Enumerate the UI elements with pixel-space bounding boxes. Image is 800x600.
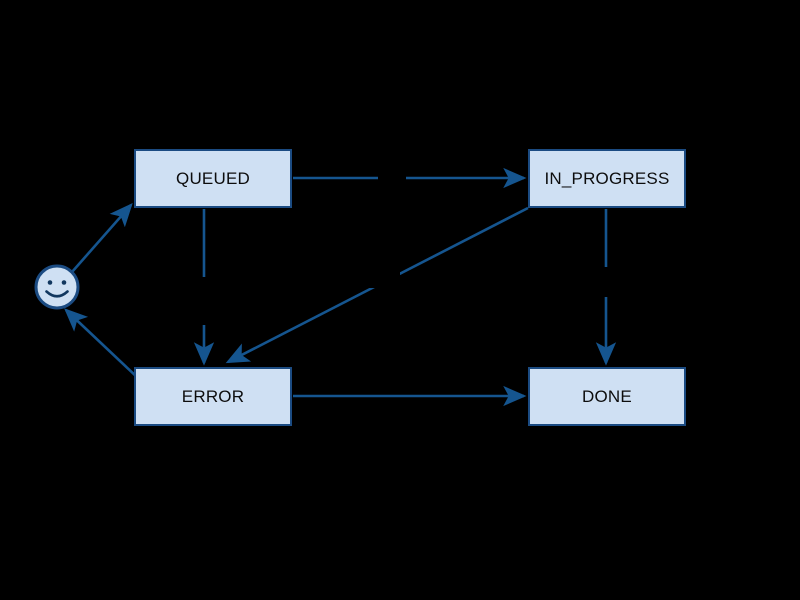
edge-label-in-progress-to-error bbox=[352, 258, 400, 288]
edge-label-queued-to-error bbox=[196, 277, 210, 325]
edge-label-in-progress-to-done bbox=[599, 267, 613, 297]
state-label-queued: QUEUED bbox=[176, 169, 250, 188]
edge-error-to-start bbox=[64, 308, 139, 379]
state-label-done: DONE bbox=[582, 387, 632, 406]
smiley-face-icon bbox=[34, 264, 80, 310]
state-node-done[interactable]: DONE bbox=[528, 367, 686, 426]
state-node-error[interactable]: ERROR bbox=[134, 367, 292, 426]
start-node[interactable] bbox=[33, 263, 81, 311]
state-node-queued[interactable]: QUEUED bbox=[134, 149, 292, 208]
state-node-in-progress[interactable]: IN_PROGRESS bbox=[528, 149, 686, 208]
edge-start-to-queued bbox=[71, 203, 133, 273]
state-label-in-progress: IN_PROGRESS bbox=[544, 169, 670, 188]
edge-label-queued-to-in-progress bbox=[378, 171, 406, 185]
state-label-error: ERROR bbox=[181, 387, 245, 406]
